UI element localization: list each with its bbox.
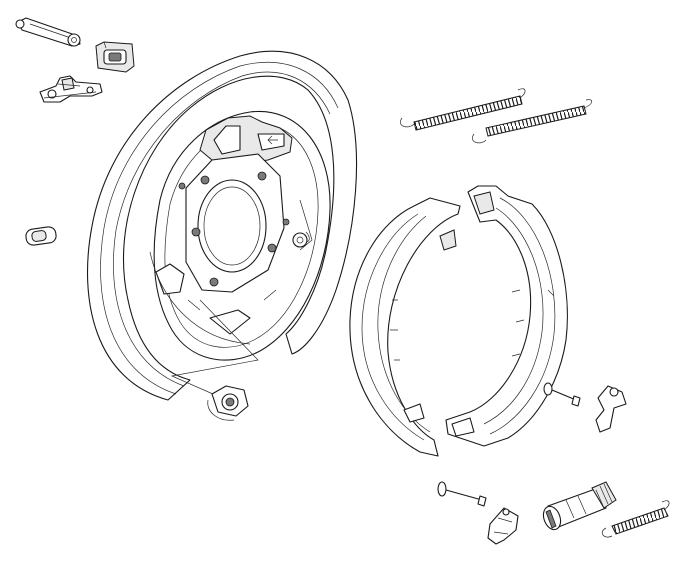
brake-shoe-icon [445, 185, 568, 447]
backing-plate-icon [87, 50, 357, 401]
brake-shoe-icon [349, 197, 461, 457]
coil-spring-icon [400, 88, 526, 131]
plug-icon [25, 226, 57, 246]
coil-spring-icon [601, 500, 670, 538]
lever-arm-icon [15, 17, 81, 47]
actuator-icon [39, 75, 103, 103]
grommet-icon [95, 41, 135, 73]
clip-icon [487, 507, 519, 545]
adjuster-screw-icon [542, 481, 617, 531]
coil-spring-icon [472, 99, 593, 144]
hex-nut-icon [207, 385, 249, 421]
pin-icon [543, 382, 581, 407]
pin-icon [437, 481, 487, 507]
clip-icon [595, 385, 627, 433]
